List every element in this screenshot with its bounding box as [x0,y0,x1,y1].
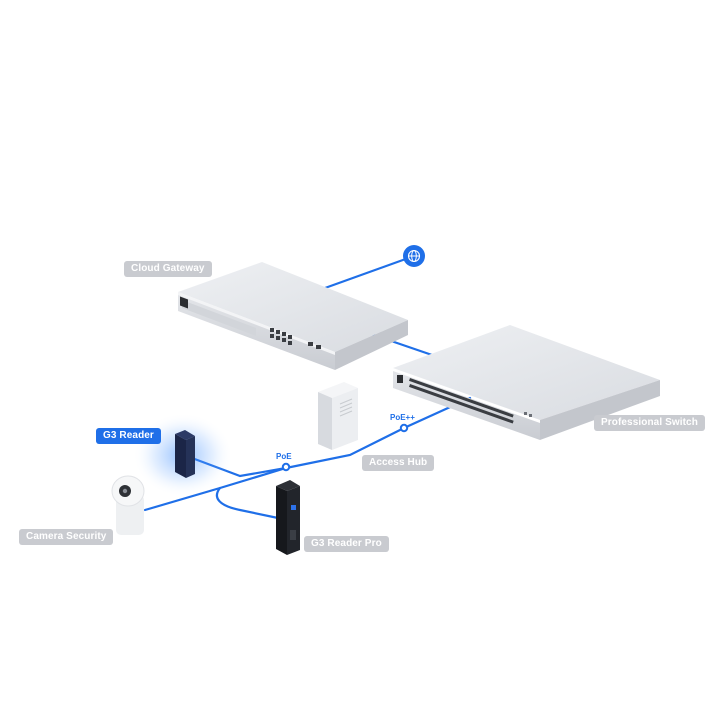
cable-internet-gateway [323,254,416,290]
label-cloud-gateway: Cloud Gateway [124,261,212,277]
poe-markers [281,423,409,472]
label-professional-switch: Professional Switch [594,415,705,431]
cable-switch-hub [284,396,472,470]
poe-plus-junction [399,423,409,433]
globe-icon [403,245,425,267]
label-camera-security: Camera Security [19,529,114,545]
label-g3-reader-pro: G3 Reader Pro [304,536,389,552]
label-poe: PoE [276,452,292,461]
professional-switch-device [393,325,660,440]
switch-ports [408,378,514,424]
label-poe-plus: PoE++ [390,413,415,422]
access-hub-device [318,382,358,450]
g3-reader-pro-device [276,480,300,555]
cloud-gateway-device [178,262,408,370]
camera-security-device [111,475,145,535]
poe-junction [281,462,291,472]
label-access-hub: Access Hub [362,455,435,471]
cable-branch-g3readerpro [215,486,280,520]
label-g3-reader: G3 Reader [96,428,161,444]
g3-reader-device [175,430,195,478]
